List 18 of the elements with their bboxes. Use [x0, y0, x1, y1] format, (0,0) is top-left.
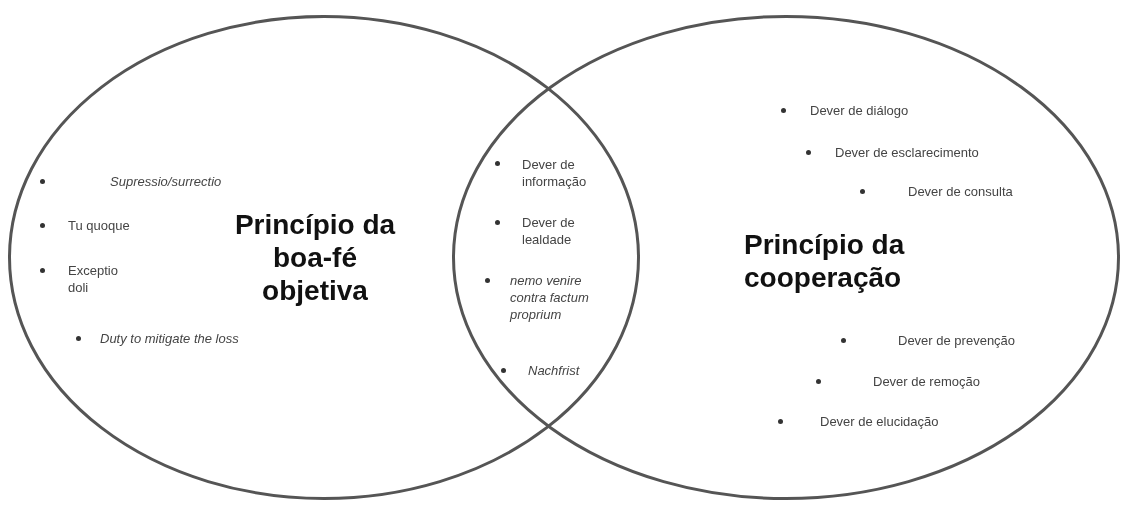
list-item-text: Dever de esclarecimento	[835, 144, 979, 161]
list-item-text: Dever de consulta	[908, 183, 1013, 200]
list-item-text: Dever de informação	[522, 156, 588, 190]
venn-circle	[452, 15, 1120, 500]
list-item-text: Nachfrist	[528, 362, 580, 379]
list-item-text: Dever de elucidação	[820, 413, 939, 430]
list-item-text: Dever de prevenção	[898, 332, 1016, 349]
list-item-text: Dever de diálogo	[810, 102, 909, 119]
list-item-text: Dever de lealdade	[522, 214, 576, 248]
list-item-text: Dever de remoção	[873, 373, 980, 390]
list-item-text: Exceptio doli	[68, 262, 119, 296]
circle-title: Princípio da cooperação	[744, 228, 906, 294]
venn-circle	[8, 15, 640, 500]
list-item-text: nemo venire contra factum proprium	[510, 272, 590, 323]
list-item-text: Tu quoque	[68, 217, 130, 234]
circle-title: Princípio da boa-fé objetiva	[233, 208, 397, 307]
list-item-text: Supressio/surrectio	[110, 173, 222, 190]
list-item-text: Duty to mitigate the loss	[100, 330, 239, 347]
